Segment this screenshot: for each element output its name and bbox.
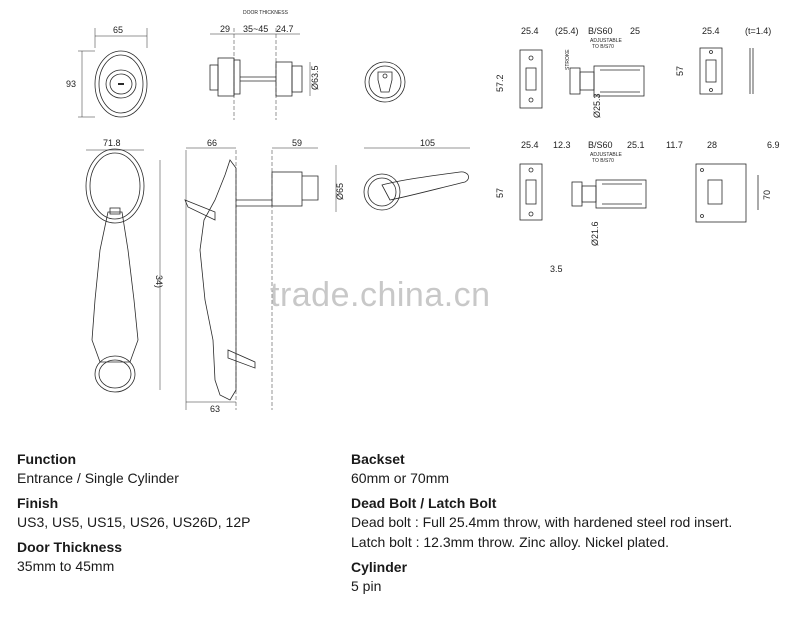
svg-text:Ø65: Ø65 <box>335 183 345 200</box>
svg-text:ADJUSTABLE: ADJUSTABLE <box>590 38 623 44</box>
svg-text:28: 28 <box>707 140 717 150</box>
lever-interior-view <box>363 147 470 211</box>
deadbolt-exterior-view <box>78 28 148 118</box>
specs-left-column: Function Entrance / Single Cylinder Fini… <box>17 450 250 582</box>
svg-text:B/S60: B/S60 <box>588 140 613 150</box>
cylinder-value: 5 pin <box>351 578 382 594</box>
svg-text:25.4: 25.4 <box>521 140 539 150</box>
function-label: Function <box>17 451 77 467</box>
svg-text:25: 25 <box>630 26 640 36</box>
svg-text:105: 105 <box>420 138 435 148</box>
svg-text:STROKE: STROKE <box>565 49 571 70</box>
deadbolt-interior-view <box>364 61 406 103</box>
backset-label: Backset <box>351 451 405 467</box>
bolt-label: Dead Bolt / Latch Bolt <box>351 495 497 511</box>
svg-text:57: 57 <box>675 66 685 76</box>
svg-text:24.7: 24.7 <box>276 24 294 34</box>
svg-text:(25.4): (25.4) <box>555 26 579 36</box>
svg-text:57: 57 <box>495 188 505 198</box>
door-thickness-value: 35mm to 45mm <box>17 558 115 574</box>
door-thickness-label: Door Thickness <box>17 539 123 555</box>
backset-value: 60mm or 70mm <box>351 470 450 486</box>
svg-text:25.4: 25.4 <box>521 26 539 36</box>
svg-text:Ø63.5: Ø63.5 <box>310 65 320 90</box>
svg-text:Ø25.3: Ø25.3 <box>592 93 602 118</box>
function-value: Entrance / Single Cylinder <box>17 470 179 486</box>
dead-bolt-value: Dead bolt : Full 25.4mm throw, with hard… <box>351 514 733 530</box>
svg-text:12.3: 12.3 <box>553 140 571 150</box>
finish-label: Finish <box>17 495 59 511</box>
svg-text:71.8: 71.8 <box>103 138 121 148</box>
handleset-side-view <box>159 147 337 410</box>
svg-text:35~45: 35~45 <box>243 24 268 34</box>
deadbolt-latch-drawing <box>519 47 754 109</box>
deadbolt-side-view <box>209 28 311 120</box>
svg-text:29: 29 <box>220 24 230 34</box>
svg-text:TO B/S70: TO B/S70 <box>592 158 614 164</box>
handleset-exterior-view <box>85 148 145 393</box>
latch-bolt-drawing <box>519 163 759 223</box>
svg-text:65: 65 <box>113 25 123 35</box>
svg-text:59: 59 <box>292 138 302 148</box>
svg-text:34): 34) <box>154 275 164 288</box>
latch-bolt-value: Latch bolt : 12.3mm throw. Zinc alloy. N… <box>351 534 669 550</box>
svg-text:ADJUSTABLE: ADJUSTABLE <box>590 152 623 158</box>
svg-text:63: 63 <box>210 404 220 414</box>
svg-text:93: 93 <box>66 79 76 89</box>
svg-text:3.5: 3.5 <box>550 264 563 274</box>
specs-right-column: Backset 60mm or 70mm Dead Bolt / Latch B… <box>351 450 732 602</box>
svg-text:11.7: 11.7 <box>666 140 683 150</box>
svg-text:TO B/S70: TO B/S70 <box>592 44 614 50</box>
svg-text:Ø21.6: Ø21.6 <box>590 221 600 246</box>
svg-text:25.4: 25.4 <box>702 26 720 36</box>
svg-text:66: 66 <box>207 138 217 148</box>
svg-text:B/S60: B/S60 <box>588 26 613 36</box>
watermark: trade.china.cn <box>270 276 491 314</box>
svg-text:57.2: 57.2 <box>495 74 505 92</box>
technical-drawing: 65 93 29 DOOR THICKNESS 35~45 24.7 Ø63.5… <box>66 10 780 414</box>
svg-text:6.9: 6.9 <box>767 140 780 150</box>
svg-text:70: 70 <box>762 190 772 200</box>
specifications: Function Entrance / Single Cylinder Fini… <box>0 450 800 626</box>
finish-value: US3, US5, US15, US26, US26D, 12P <box>17 514 251 530</box>
dimension-labels: 65 93 29 DOOR THICKNESS 35~45 24.7 Ø63.5… <box>66 10 780 414</box>
svg-text:(t=1.4): (t=1.4) <box>745 26 771 36</box>
cylinder-label: Cylinder <box>351 559 408 575</box>
svg-text:DOOR THICKNESS: DOOR THICKNESS <box>243 10 289 16</box>
svg-text:25.1: 25.1 <box>627 140 645 150</box>
